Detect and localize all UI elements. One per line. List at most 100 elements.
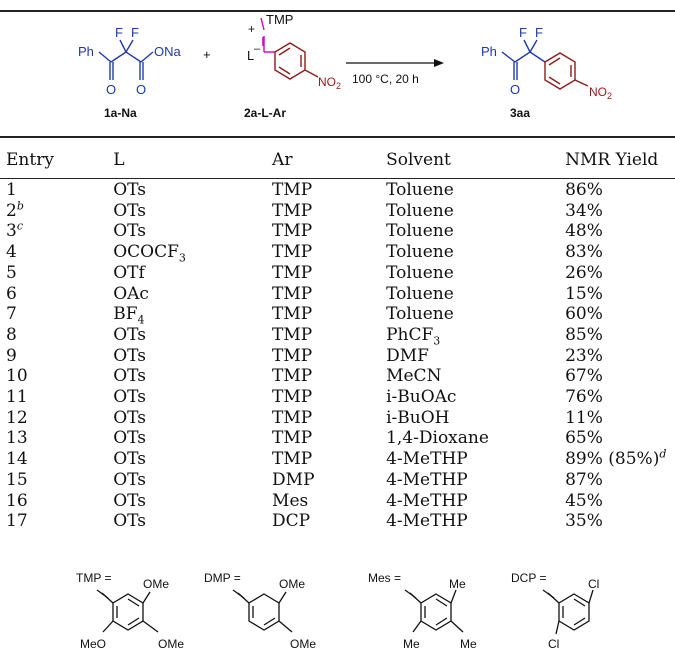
header-solvent: Solvent — [386, 150, 451, 170]
cell-yield: 23% — [565, 346, 675, 367]
cell-yield: 45% — [565, 491, 675, 512]
yield-footnote: d — [659, 447, 667, 461]
reactant-2 — [260, 17, 319, 80]
cell-entry: 16 — [6, 491, 113, 512]
aryl-text: TMP — [272, 324, 313, 345]
r2-ligand: L — [247, 48, 254, 63]
aryl-text: TMP — [272, 283, 313, 304]
ligand-text: OTs — [113, 511, 146, 532]
cell-l: OTs — [113, 180, 272, 201]
legend-mes-sub3: Me — [460, 637, 477, 651]
yield-text: 86% — [565, 180, 603, 200]
solvent-text: 4-MeTHP — [386, 469, 468, 490]
ligand-subscript: 3 — [178, 251, 186, 265]
aryl-text: TMP — [272, 200, 313, 221]
entry-number: 6 — [6, 283, 17, 304]
cell-entry: 2b — [6, 199, 113, 222]
cell-entry: 1 — [6, 180, 113, 201]
cell-entry: 12 — [6, 408, 113, 429]
entry-footnote: b — [16, 199, 24, 213]
entry-number: 11 — [6, 387, 28, 408]
legend-dcp-name: DCP = — [511, 571, 546, 585]
cell-entry: 17 — [6, 511, 113, 532]
p-no2: NO2 — [589, 85, 612, 101]
yield-text: 48% — [565, 221, 603, 242]
conditions: 100 °C, 20 h — [352, 72, 419, 86]
cell-yield: 89% (85%)d — [565, 447, 675, 470]
aryl-text: TMP — [272, 449, 313, 470]
cell-ar: TMP — [272, 201, 386, 222]
aryl-text: TMP — [272, 304, 313, 325]
r1-f1: F — [115, 25, 123, 40]
solvent-text: Toluene — [386, 242, 454, 263]
header-rule — [0, 178, 675, 179]
entry-number: 15 — [6, 469, 28, 490]
entry-number: 2 — [6, 200, 17, 221]
arrow-head — [434, 59, 444, 67]
cell-solvent: i-BuOH — [386, 408, 565, 429]
aryl-text: TMP — [272, 345, 313, 366]
cell-solvent: 4-MeTHP — [386, 470, 565, 491]
cell-solvent: 4-MeTHP — [386, 449, 565, 470]
cell-ar: TMP — [272, 428, 386, 449]
tmp-structure — [96, 589, 159, 633]
solvent-text: DMF — [386, 345, 429, 366]
r1-o1: O — [106, 82, 116, 97]
r2-no2: NO2 — [318, 75, 341, 91]
yield-text: 89% — [565, 449, 603, 470]
cell-solvent: Toluene — [386, 201, 565, 222]
cell-ar: DMP — [272, 470, 386, 491]
cell-ar: TMP — [272, 304, 386, 325]
ligand-text: OAc — [113, 283, 149, 304]
ligand-text: OTs — [113, 345, 146, 366]
entry-number: 14 — [6, 449, 28, 470]
cell-solvent: Toluene — [386, 263, 565, 284]
p-label: 3aa — [510, 106, 530, 120]
cell-yield: 60% — [565, 304, 675, 325]
legend-dmp-sub2: OMe — [290, 637, 316, 651]
ligand-text: OTs — [113, 221, 146, 242]
cell-entry: 4 — [6, 242, 113, 263]
cell-l: OTs — [113, 408, 272, 429]
legend-tmp-sub2: MeO — [80, 637, 106, 651]
cell-yield: 15% — [565, 284, 675, 305]
legend-dcp-sub2: Cl — [548, 637, 559, 651]
cell-yield: 65% — [565, 428, 675, 449]
legend-mes-name: Mes = — [368, 571, 401, 585]
cell-l: OTs — [113, 449, 272, 470]
p-f1: F — [519, 25, 527, 40]
cell-l: OTs — [113, 221, 272, 242]
p-f2: F — [535, 25, 543, 40]
cell-yield: 67% — [565, 366, 675, 387]
dcp-structure — [542, 589, 594, 635]
r1-ph: Ph — [78, 44, 94, 59]
cell-ar: TMP — [272, 449, 386, 470]
cell-yield: 35% — [565, 511, 675, 532]
r1-ona: ONa — [154, 44, 182, 59]
ligand-text: OTs — [113, 469, 146, 490]
aryl-legend: TMP = OMe MeO OMe DMP = OMe OMe Mes = Me… — [76, 571, 599, 651]
solvent-text: Toluene — [386, 200, 454, 221]
yield-isolated: (85%) — [602, 449, 660, 470]
cell-entry: 3c — [6, 221, 113, 242]
cell-solvent: Toluene — [386, 304, 565, 325]
ligand-text: OTs — [113, 200, 146, 221]
legend-dmp-sub1: OMe — [279, 577, 305, 591]
cell-l: OTs — [113, 470, 272, 491]
ligand-text: OCOCF — [113, 242, 179, 263]
ligand-text: OTs — [113, 180, 146, 200]
cell-l: OTs — [113, 325, 272, 346]
ligand-text: OTs — [113, 324, 146, 345]
r1-label: 1a-Na — [104, 106, 137, 120]
aryl-text: TMP — [272, 221, 313, 242]
cell-l: OTs — [113, 428, 272, 449]
r2-plus-charge: + — [248, 22, 255, 36]
